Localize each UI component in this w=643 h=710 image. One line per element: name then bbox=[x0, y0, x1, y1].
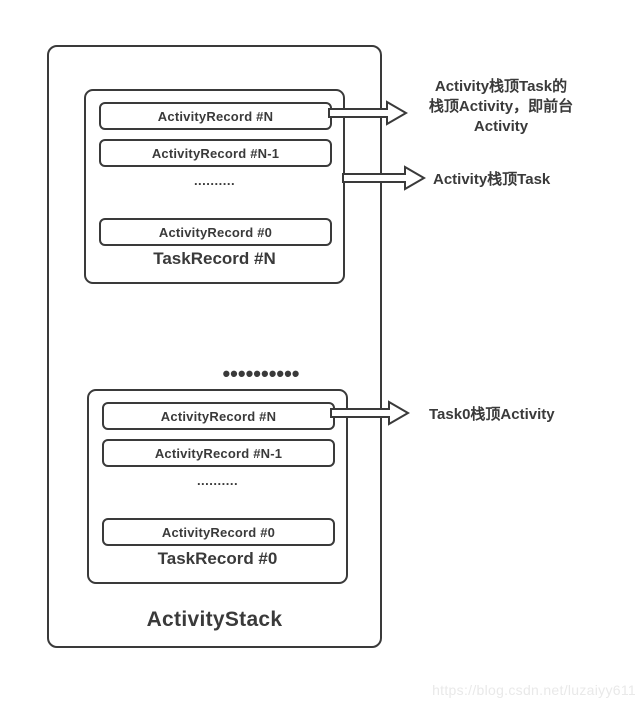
annotation-task0-top-activity: Task0栈顶Activity bbox=[429, 406, 555, 423]
activityrecord-box: ActivityRecord #N-1 bbox=[99, 139, 332, 167]
watermark-url: https://blog.csdn.net/luzaiyy611 bbox=[432, 682, 636, 698]
activitystack-box: ActivityRecord #N ActivityRecord #N-1 ..… bbox=[47, 45, 382, 648]
ellipsis-dots: .......... bbox=[193, 173, 236, 188]
between-tasks-dots: •••••••••• bbox=[222, 361, 300, 386]
ellipsis-dots: .......... bbox=[196, 473, 239, 488]
activityrecord-box: ActivityRecord #0 bbox=[99, 218, 332, 246]
annotation-top-activity: Activity栈顶Task的 栈顶Activity，即前台 Activity bbox=[428, 78, 574, 135]
arrow-icon bbox=[342, 164, 426, 192]
arrow-icon bbox=[328, 99, 408, 127]
activityrecord-box: ActivityRecord #N bbox=[102, 402, 335, 430]
taskrecord-n-label: TaskRecord #N bbox=[153, 249, 276, 268]
activitystack-label: ActivityStack bbox=[146, 608, 283, 631]
activityrecord-box: ActivityRecord #N bbox=[99, 102, 332, 130]
activityrecord-box: ActivityRecord #N-1 bbox=[102, 439, 335, 467]
annotation-top-task: Activity栈顶Task bbox=[433, 171, 551, 188]
taskrecord-n-box: ActivityRecord #N ActivityRecord #N-1 ..… bbox=[84, 89, 345, 284]
arrow-icon bbox=[330, 399, 410, 427]
taskrecord-0-label: TaskRecord #0 bbox=[157, 549, 278, 568]
taskrecord-0-box: ActivityRecord #N ActivityRecord #N-1 ..… bbox=[87, 389, 348, 584]
activityrecord-box: ActivityRecord #0 bbox=[102, 518, 335, 546]
